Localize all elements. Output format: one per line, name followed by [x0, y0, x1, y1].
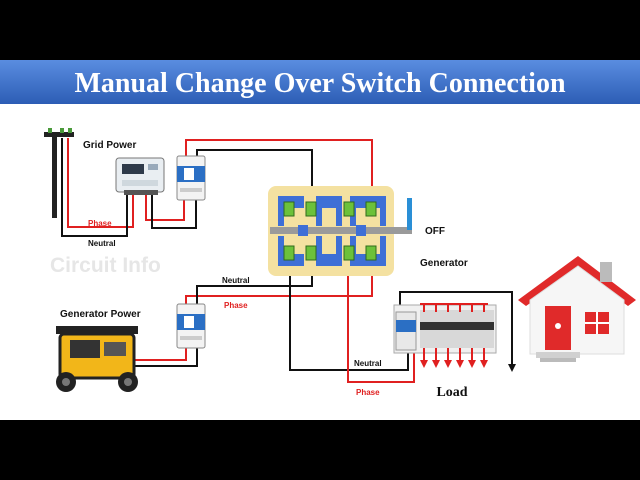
watermark-text: Circuit Info: [50, 254, 161, 277]
title-bar: [0, 60, 640, 104]
changeover-switch: [268, 186, 412, 276]
distribution-board-icon: [393, 304, 497, 354]
grid-breaker-icon: [176, 155, 206, 201]
generator-breaker-icon: [176, 303, 206, 349]
gen-neutral-label: Neutral: [222, 276, 250, 285]
grid-phase-label: Phase: [88, 219, 112, 228]
gen-phase-label: Phase: [224, 301, 248, 310]
load-phase-label: Phase: [356, 388, 380, 397]
grid-power-label: Grid Power: [83, 140, 136, 151]
load-arrows: [420, 303, 488, 368]
grid-neutral-label: Neutral: [88, 239, 116, 248]
off-label: OFF: [425, 226, 445, 237]
utility-pole-icon: [44, 128, 74, 218]
generator-icon: [56, 326, 138, 392]
generator-position-label: Generator: [420, 258, 468, 269]
page-title: Manual Change Over Switch Connection: [74, 68, 565, 99]
generator-power-label: Generator Power: [60, 309, 141, 320]
top-black-bar: [0, 0, 640, 60]
house-icon: [518, 256, 636, 362]
load-label: Load: [436, 385, 467, 400]
load-neutral-label: Neutral: [354, 359, 382, 368]
bottom-black-bar: [0, 420, 640, 480]
energy-meter-icon: [115, 157, 165, 195]
